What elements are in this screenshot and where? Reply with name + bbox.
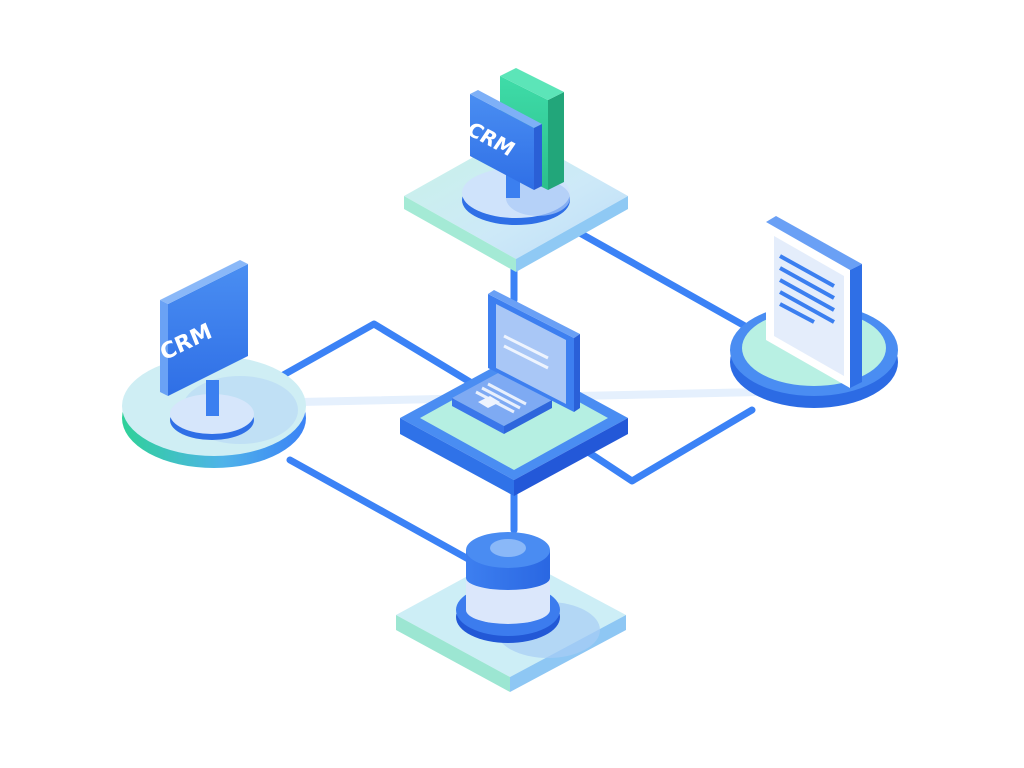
link-crm-left-to-database: [286, 456, 474, 564]
crm-sign: CRM: [157, 260, 248, 396]
crm-top-node[interactable]: CRM: [404, 68, 628, 272]
document-node[interactable]: [730, 216, 898, 408]
document-page: [766, 216, 862, 388]
link-crm-left-to-laptop: [274, 320, 474, 386]
database-cylinder-icon: [456, 532, 560, 643]
database-node[interactable]: [396, 532, 626, 692]
link-crm-top-to-document: [574, 228, 756, 334]
document-lines-icon: [779, 254, 835, 324]
crm-sign: CRM: [462, 90, 542, 190]
laptop-node[interactable]: [400, 290, 628, 496]
connection-lines: [274, 228, 756, 564]
link-laptop-to-document: [581, 406, 756, 485]
laptop-keyboard: [452, 372, 552, 434]
sign-post: [206, 380, 219, 416]
laptop-screen: [488, 290, 580, 412]
crm-left-node[interactable]: CRM: [122, 260, 306, 468]
